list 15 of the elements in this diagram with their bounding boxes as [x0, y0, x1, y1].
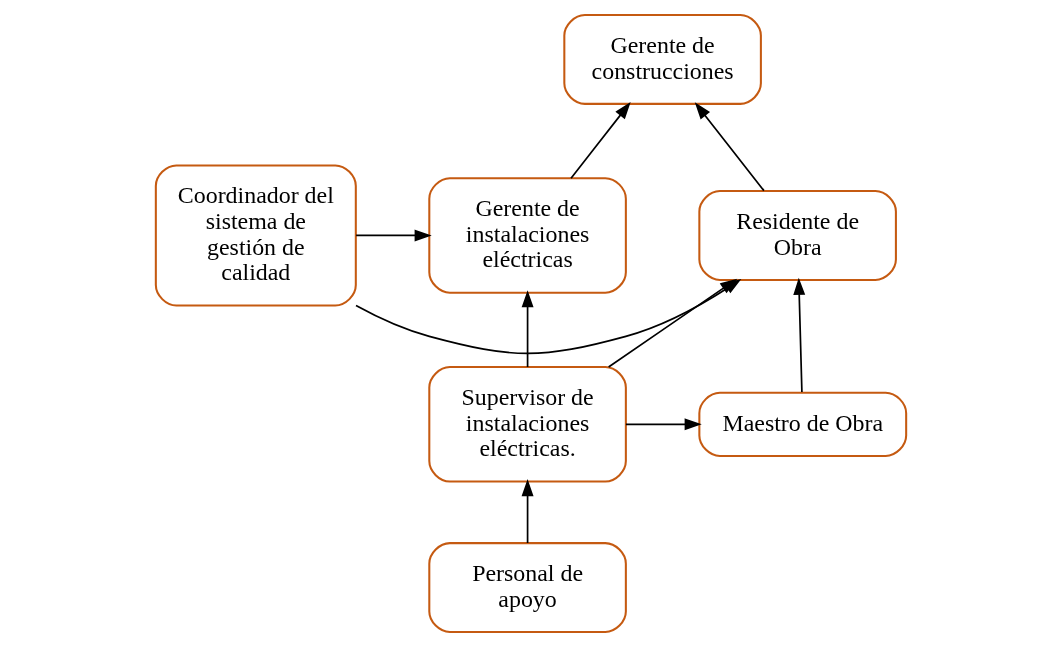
node-box: Gerente de instalaciones eléctricas	[427, 177, 627, 294]
node-box: Maestro de Obra	[697, 391, 907, 457]
arrow	[521, 290, 534, 368]
arrow	[607, 278, 737, 368]
node-box: Coordinador del sistema de gestión de calidad	[154, 164, 357, 307]
arrow	[694, 102, 765, 192]
arrow	[792, 277, 805, 393]
node-box: Supervisor de instalaciones eléctricas.	[427, 366, 627, 483]
node-box: Gerente de construcciones	[562, 13, 762, 105]
arrow	[521, 479, 534, 544]
arrow	[354, 229, 432, 242]
node-box: Residente de Obra	[697, 190, 897, 281]
node-box: Personal de apoyo	[427, 542, 627, 634]
arrow	[569, 101, 631, 180]
arrow	[624, 418, 702, 431]
